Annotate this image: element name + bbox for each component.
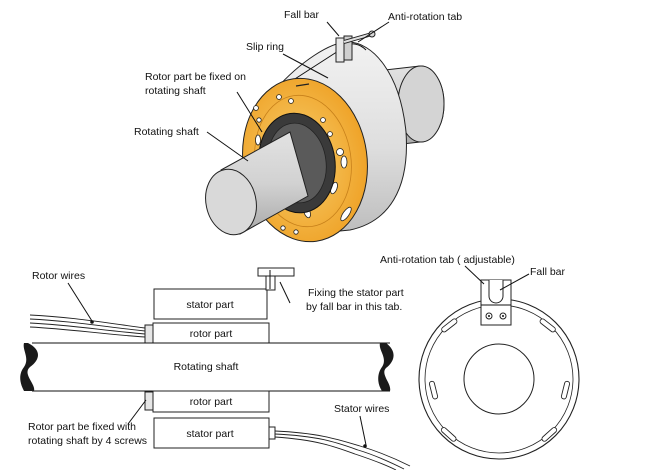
- end-view: Anti-rotation tab ( adjustable) Fall bar: [380, 254, 580, 460]
- stator-part-bottom-label: stator part: [186, 428, 233, 440]
- label-anti-rotation-tab: Anti-rotation tab: [388, 11, 462, 23]
- slip-ring-3d-view: [205, 30, 445, 243]
- label-fixing-note-line2: by fall bar in this tab.: [306, 301, 402, 313]
- label-rotor-wires: Rotor wires: [32, 270, 85, 282]
- stator-part-top: stator part: [153, 288, 268, 320]
- label-stator-wires: Stator wires: [334, 403, 389, 415]
- rotating-shaft-side: Rotating shaft: [20, 342, 394, 392]
- label-anti-rotation-tab-adjustable: Anti-rotation tab ( adjustable): [380, 254, 515, 266]
- rotating-shaft-3d: [205, 131, 309, 236]
- rotor-part-bottom: rotor part: [144, 390, 270, 413]
- fall-bar-tab: [257, 267, 295, 291]
- label-rotor-fixed-line1: Rotor part be fixed with: [28, 421, 136, 433]
- top-view-labels: Fall bar Anti-rotation tab Slip ring Rot…: [134, 9, 462, 162]
- label-rotating-shaft-top: Rotating shaft: [134, 126, 199, 138]
- rotor-part-bottom-label: rotor part: [190, 396, 233, 408]
- stator-part-top-label: stator part: [186, 299, 233, 311]
- rotor-part-top-label: rotor part: [190, 328, 233, 340]
- label-slip-ring: Slip ring: [246, 41, 284, 53]
- stator-wires: [274, 430, 411, 470]
- anti-rotation-tab-3d: [335, 30, 376, 63]
- label-fall-bar-end: Fall bar: [530, 266, 566, 278]
- rotor-part-top: rotor part: [144, 322, 270, 345]
- label-fixing-note-line1: Fixing the stator part: [308, 287, 404, 299]
- label-fall-bar: Fall bar: [284, 9, 320, 21]
- label-rotor-part-line2: rotating shaft: [145, 85, 206, 97]
- label-rotor-part-line1: Rotor part be fixed on: [145, 71, 246, 83]
- end-view-slots: [428, 318, 571, 442]
- stator-part-bottom: stator part: [153, 417, 276, 449]
- rotating-shaft-side-label: Rotating shaft: [174, 361, 239, 373]
- label-rotor-fixed-line2: rotating shaft by 4 screws: [28, 435, 147, 447]
- side-section-view: stator part rotor part Fixing the stator…: [20, 267, 411, 470]
- anti-rotation-tab-end: [480, 279, 512, 326]
- rotor-wires: [29, 314, 146, 338]
